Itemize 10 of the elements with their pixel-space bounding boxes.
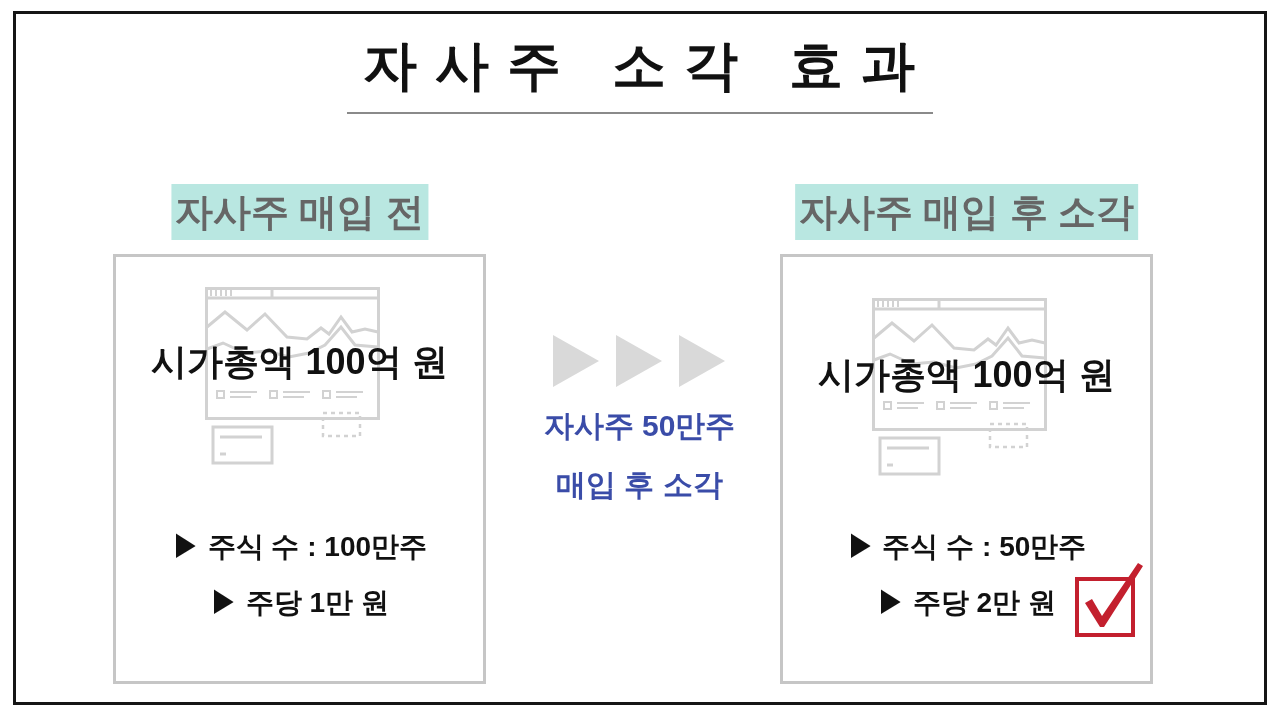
triple-arrow xyxy=(553,335,725,387)
bullet-text: ▶ 주식 수 : 100만주 xyxy=(171,530,428,564)
headline-text: 시가총액 100억 원 xyxy=(818,353,1115,397)
bullet-text: ▶ 주식 수 : 50만주 xyxy=(846,530,1087,564)
headline-text: 시가총액 100억 원 xyxy=(151,340,448,384)
title: 자사주 소각 효과 xyxy=(347,34,933,114)
panel-heading: 자사주 매입 전 xyxy=(170,184,429,240)
bullet-text: ▶ 주당 2만 원 xyxy=(877,586,1056,620)
panel-heading: 자사주 매입 후 소각 xyxy=(794,184,1139,240)
bullet-text: ▶ 주당 1만 원 xyxy=(210,586,389,620)
